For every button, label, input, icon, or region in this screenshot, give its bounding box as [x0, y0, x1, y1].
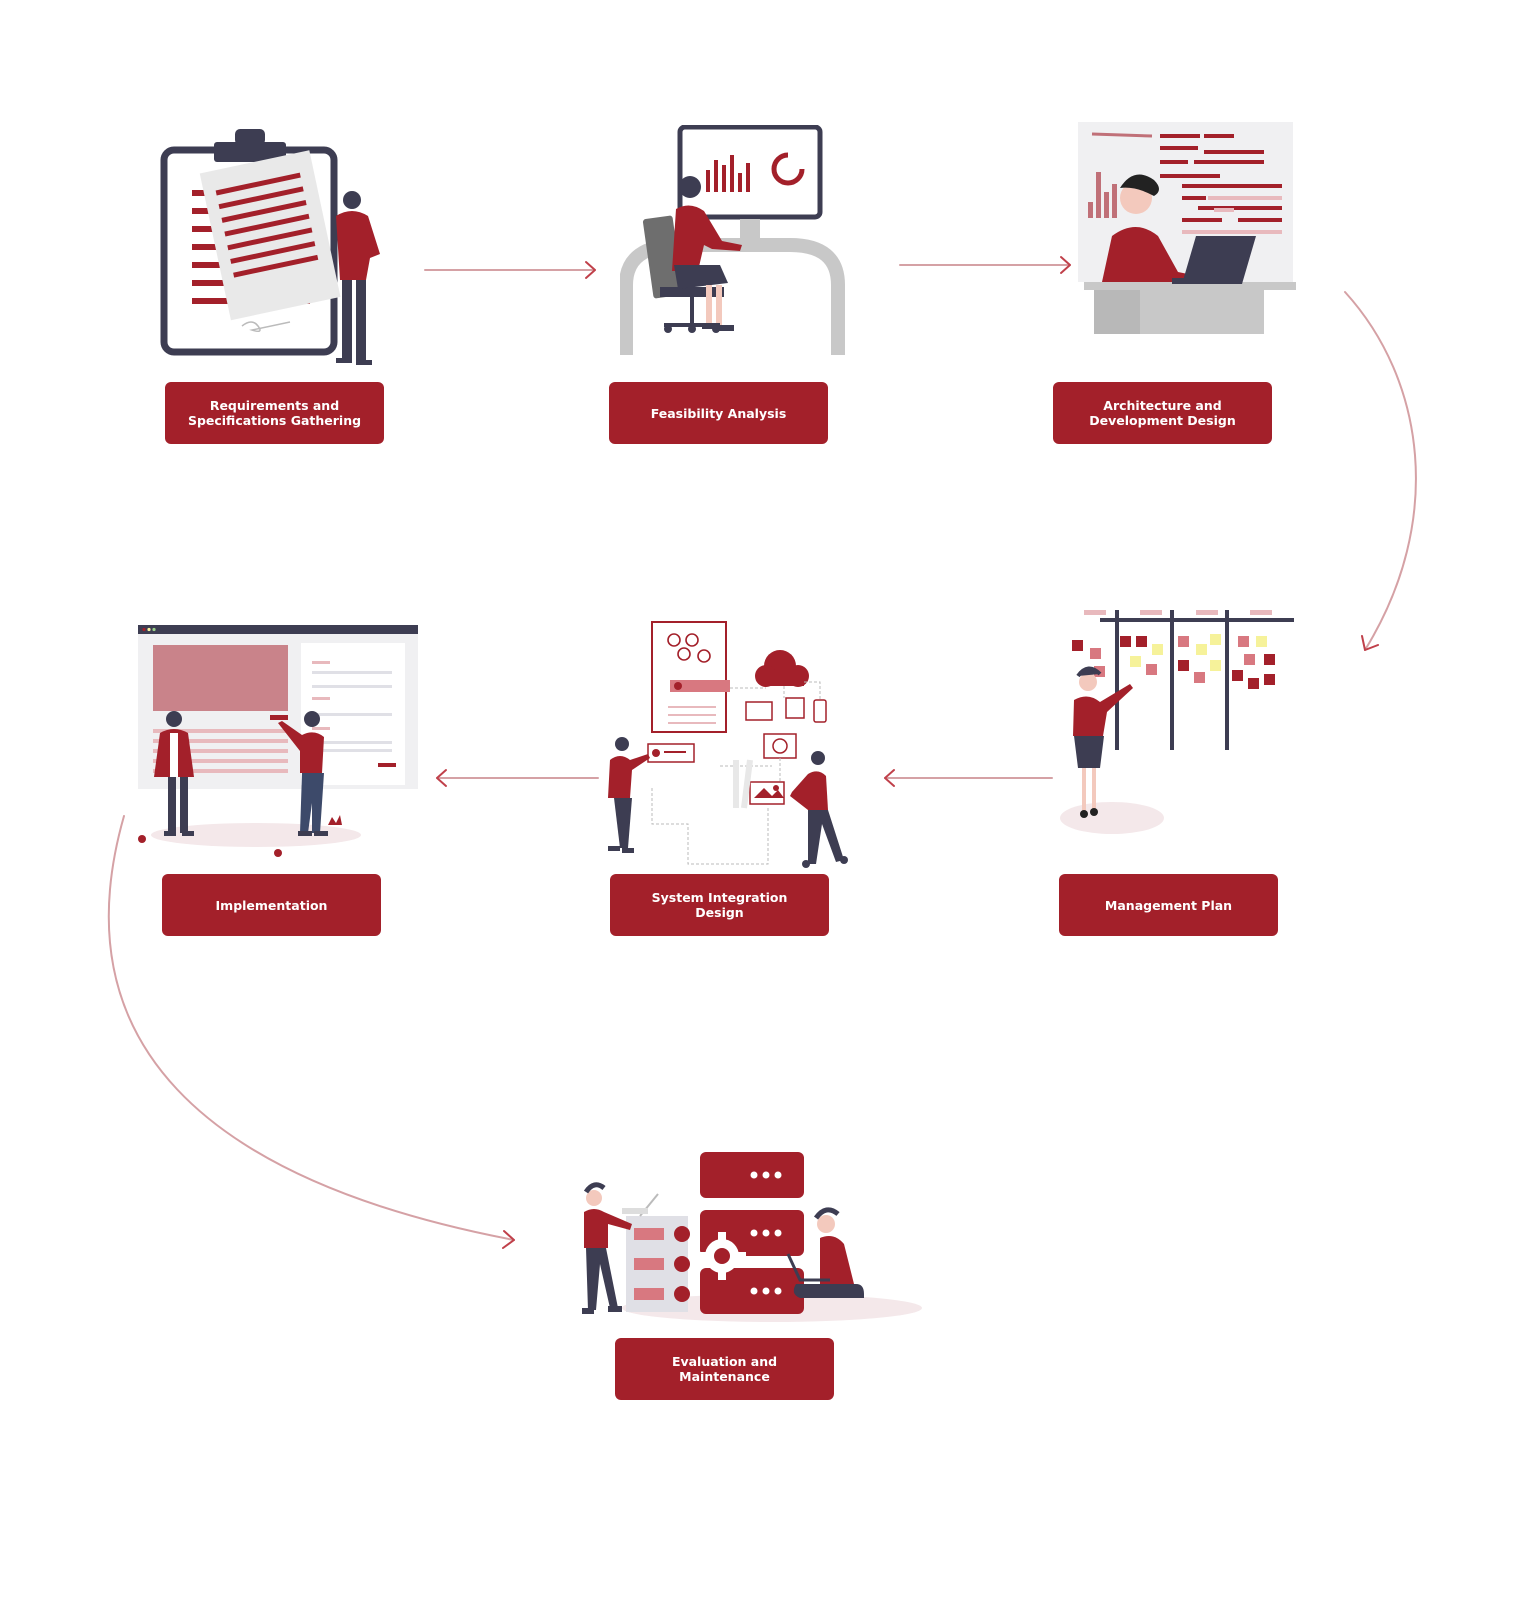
step-architecture-label[interactable]: Architecture and Development Design	[1053, 382, 1272, 444]
step-system-integration-label[interactable]: System Integration Design	[610, 874, 829, 936]
step-management-line1: Management Plan	[1104, 897, 1233, 913]
cloud-icon	[755, 650, 809, 687]
step-evaluation-line2: Maintenance	[679, 1369, 770, 1384]
man-left	[608, 737, 650, 853]
feasibility-illustration	[620, 125, 845, 355]
arrow-step2-to-step3	[899, 256, 1071, 274]
step-requirements-label[interactable]: Requirements and Specifications Gatherin…	[165, 382, 384, 444]
step-architecture-line1: Architecture and	[1103, 398, 1222, 413]
step-system-integration-line1: System Integration	[651, 890, 788, 905]
woman-presenter	[1073, 666, 1133, 818]
arrow-step1-to-step2	[424, 261, 596, 279]
step-implementation-label[interactable]: Implementation	[162, 874, 381, 936]
arrow-step6-to-step7	[107, 815, 515, 1249]
browser-titlebar	[138, 625, 418, 634]
step-evaluation-line1: Evaluation and	[671, 1354, 778, 1369]
implementation-illustration	[138, 625, 418, 857]
man-figure	[336, 191, 380, 365]
clipboard-clip	[214, 142, 286, 162]
man-at-laptop	[1102, 174, 1208, 282]
gear-icon	[698, 1232, 746, 1280]
arrow-step5-to-step6	[436, 769, 599, 787]
step-feasibility-label[interactable]: Feasibility Analysis	[609, 382, 828, 444]
sticky-notes	[1072, 634, 1275, 689]
monitor-bar-chart	[706, 155, 750, 192]
step-architecture-line2: Development Design	[1089, 413, 1236, 428]
man-sitting	[786, 1207, 864, 1298]
evaluation-illustration	[582, 1152, 922, 1322]
desk-top	[1084, 282, 1296, 290]
step-requirements-line2: Specifications Gathering	[187, 413, 362, 428]
hero-block	[153, 645, 288, 711]
man-standing-left	[154, 711, 194, 836]
architecture-illustration	[1078, 122, 1296, 334]
arrow-step4-to-step5	[884, 769, 1053, 787]
woman-figure	[672, 176, 742, 331]
document-panel	[651, 621, 727, 733]
step-management-label[interactable]: Management Plan	[1059, 874, 1278, 936]
step-system-integration-line2: Design	[695, 905, 744, 920]
board-top	[1100, 618, 1294, 622]
monitor-donut	[771, 152, 805, 186]
laptop	[1182, 236, 1256, 284]
step-requirements-line1: Requirements and	[209, 398, 340, 413]
step-implementation-line1: Implementation	[215, 897, 328, 913]
requirements-illustration	[160, 129, 380, 365]
system-integration-illustration	[608, 621, 848, 868]
arrow-step3-to-step4	[1344, 291, 1417, 651]
man-writing-right	[278, 711, 328, 836]
whiteboard-lines	[1160, 134, 1282, 222]
server-stack	[700, 1152, 804, 1314]
whiteboard-bars	[1088, 172, 1117, 218]
chair	[642, 215, 684, 299]
woman-right	[790, 751, 848, 868]
step-feasibility-line1: Feasibility Analysis	[650, 405, 787, 421]
man-standing	[582, 1182, 632, 1314]
step-evaluation-label[interactable]: Evaluation and Maintenance	[615, 1338, 834, 1400]
paper-sheet	[199, 150, 341, 321]
management-plan-illustration	[1060, 610, 1294, 834]
